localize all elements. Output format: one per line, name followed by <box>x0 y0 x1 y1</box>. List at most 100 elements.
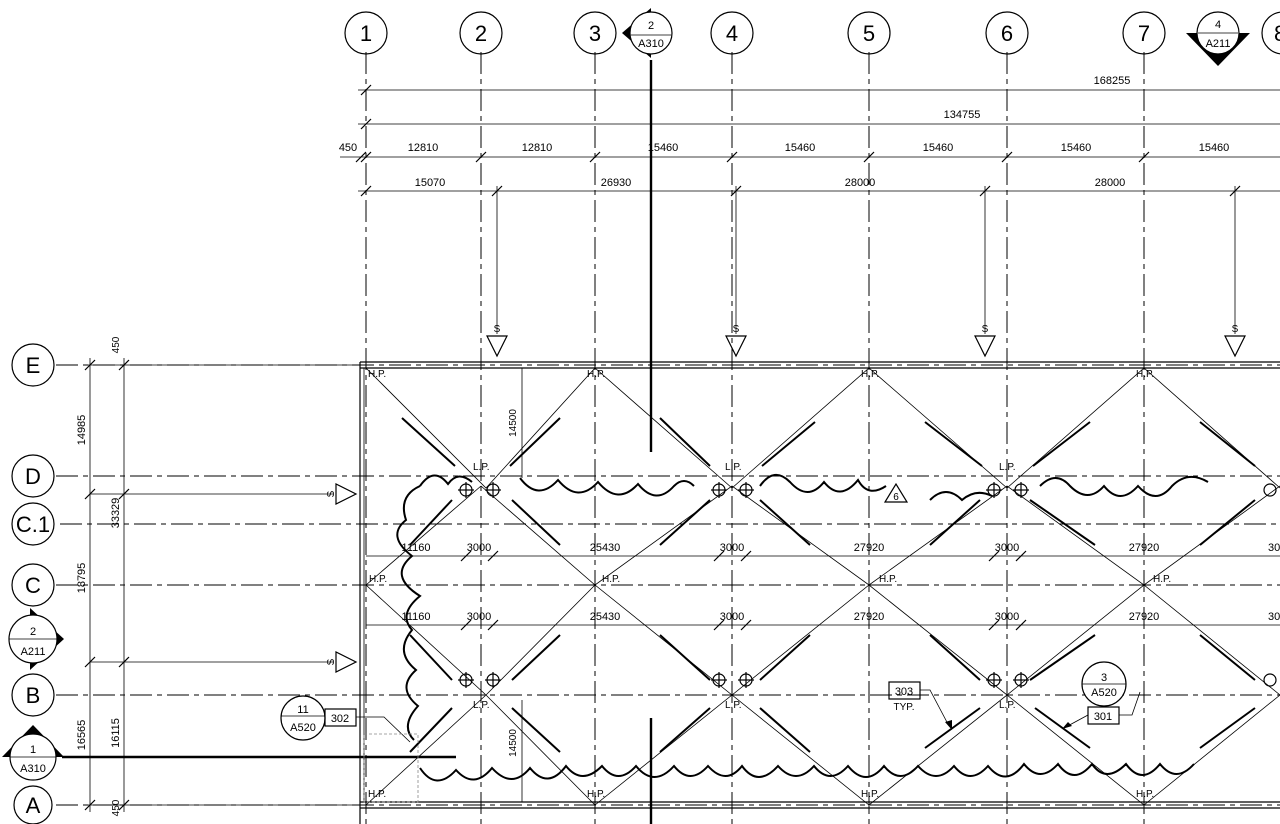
dim-bay-6: 15460 <box>1061 142 1092 154</box>
column-label-5: 5 <box>863 21 875 46</box>
detail-number: 3 <box>1101 672 1107 684</box>
column-label-6: 6 <box>1001 21 1013 46</box>
detail-sheet: A520 <box>1091 687 1117 699</box>
hp-label: H.P. <box>587 789 605 800</box>
row-bubble-A <box>13 785 53 824</box>
dim-section-1: 26930 <box>601 177 632 189</box>
slope-label: S <box>982 324 989 335</box>
dim-interior: 27920 <box>1129 542 1160 554</box>
hp-label: H.P. <box>1153 574 1171 585</box>
dim-interior: 3000 <box>467 611 491 623</box>
interior-dimensions: 11160 3000 25430 3000 27920 3000 27920 3… <box>366 542 1280 631</box>
column-bubble-4 <box>710 11 754 55</box>
detail-number: 11 <box>297 704 308 716</box>
hp-label: H.P. <box>587 369 605 380</box>
typ-label: TYP. <box>894 702 915 713</box>
section-marker-2-A310[interactable]: 2 A310 <box>622 8 673 58</box>
column-bubbles: 1 2 3 4 5 6 7 8 <box>344 11 1280 55</box>
section-sheet: A310 <box>638 38 664 50</box>
dim-left-16565: 16565 <box>76 720 88 751</box>
column-label-2: 2 <box>475 21 487 46</box>
slope-point-labels: H.P. H.P. H.P. H.P. L.P. L.P. L.P. H.P. … <box>368 369 1171 800</box>
dim-interior: 11160 <box>402 542 431 554</box>
section-marker-1-A310[interactable]: 1 A310 <box>2 725 64 781</box>
section-marker-4-A211[interactable]: 4 A211 <box>1186 11 1250 66</box>
row-label-A: A <box>26 793 41 818</box>
dim-left-33329: 33329 <box>110 498 122 529</box>
hp-label: H.P. <box>369 574 387 585</box>
lp-label: L.P. <box>725 700 742 711</box>
dim-interior: 3000 <box>720 542 744 554</box>
hp-label: H.P. <box>368 789 386 800</box>
hp-label: H.P. <box>1136 369 1154 380</box>
revision-delta-icon <box>883 482 909 503</box>
section-number: 2 <box>648 20 654 32</box>
slope-marker <box>335 651 358 673</box>
column-label-4: 4 <box>726 21 738 46</box>
row-label-D: D <box>25 464 41 489</box>
row-label-B: B <box>26 683 41 708</box>
lp-label: L.P. <box>473 700 490 711</box>
roof-outline: 14500 14500 <box>359 361 1280 824</box>
drain-icon <box>1263 673 1277 687</box>
tag-303[interactable]: 303 TYP. <box>888 681 952 730</box>
dim-left-edge-bottom: 450 <box>111 799 122 816</box>
column-label-1: 1 <box>360 21 372 46</box>
lp-label: L.P. <box>473 462 490 473</box>
dim-interior: 30 <box>1268 542 1280 554</box>
detail-marker-3-A520[interactable]: 3 A520 <box>1081 661 1127 707</box>
hp-label: H.P. <box>861 789 879 800</box>
dim-interior: 27920 <box>854 542 885 554</box>
column-bubble-3 <box>573 11 617 55</box>
detail-area <box>363 733 419 803</box>
dim-bay-5: 15460 <box>923 142 954 154</box>
dim-section-3: 28000 <box>1095 177 1126 189</box>
column-bubble-5 <box>847 11 891 55</box>
slope-marker <box>974 335 996 358</box>
dim-left-14985: 14985 <box>76 415 88 446</box>
tag-301[interactable]: 301 <box>1062 691 1141 729</box>
dim-bay-3: 15460 <box>648 142 679 154</box>
column-bubble-1 <box>344 11 388 55</box>
column-bubble-2 <box>459 11 503 55</box>
row-bubbles: E D C.1 C B A <box>11 343 55 824</box>
slope-marker <box>486 335 508 358</box>
detail-marker-11-A520[interactable]: 11 A520 <box>280 695 326 741</box>
row-bubble-D <box>11 454 55 498</box>
lp-label: L.P. <box>999 462 1016 473</box>
dim-section-0: 15070 <box>415 177 446 189</box>
section-marker-2-A211[interactable]: 2 A211 <box>8 608 64 670</box>
dim-interior: 25430 <box>590 611 621 623</box>
column-bubble-8 <box>1261 11 1280 55</box>
slope-markers: S S S S S S <box>90 324 1246 673</box>
column-label-7: 7 <box>1138 21 1150 46</box>
revision-clouds <box>396 474 1209 782</box>
dim-interior: 3000 <box>995 542 1019 554</box>
section-number: 4 <box>1215 19 1221 31</box>
section-sheet: A211 <box>1206 38 1231 50</box>
lp-label: L.P. <box>725 462 742 473</box>
dim-interior: 3000 <box>467 542 491 554</box>
dim-drain-bottom: 14500 <box>508 729 519 757</box>
tag-301-label: 301 <box>1094 711 1112 723</box>
slope-label: S <box>326 658 337 665</box>
slope-label: S <box>733 324 740 335</box>
hp-label: H.P. <box>861 369 879 380</box>
roof-drains <box>458 482 1277 688</box>
section-number: 2 <box>30 626 36 638</box>
slope-label: S <box>326 490 337 497</box>
tag-302-label: 302 <box>331 713 349 725</box>
tag-303-label: 303 <box>895 686 913 698</box>
row-label-E: E <box>26 353 41 378</box>
row-label-C1: C.1 <box>16 512 50 537</box>
row-bubble-B <box>11 673 55 717</box>
hp-label: H.P. <box>602 574 620 585</box>
revision-number: 6 <box>893 492 899 503</box>
tag-302[interactable]: 302 <box>324 708 411 743</box>
cricket-arrows <box>401 417 1256 753</box>
row-bubble-E <box>11 343 55 387</box>
dim-bay-1: 12810 <box>408 142 439 154</box>
grid-lines <box>56 52 1280 824</box>
section-sheet: A211 <box>21 646 46 658</box>
